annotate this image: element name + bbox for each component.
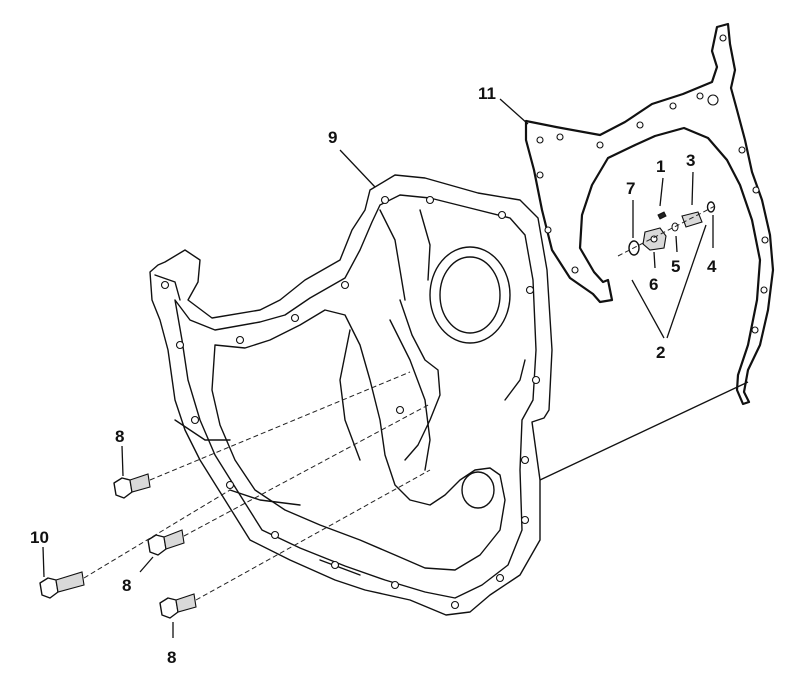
callout-6: 6 <box>649 275 658 294</box>
callout-8-mid: 8 <box>122 576 131 595</box>
callouts: 1 2 3 4 5 6 7 8 8 8 9 10 11 <box>30 84 717 667</box>
callout-11: 11 <box>478 84 496 103</box>
callout-3: 3 <box>686 151 695 170</box>
washer <box>671 222 679 232</box>
callout-7: 7 <box>626 179 635 198</box>
callout-5: 5 <box>671 257 680 276</box>
sensor-pin <box>657 211 667 220</box>
callout-2: 2 <box>656 343 665 362</box>
bolt-short <box>113 473 151 499</box>
o-ring-large <box>628 240 640 256</box>
callout-9: 9 <box>328 128 337 147</box>
callout-8-bottom: 8 <box>167 648 176 667</box>
assembly-lines <box>83 371 749 601</box>
o-ring-small <box>706 201 716 213</box>
sensor-assembly <box>617 201 716 257</box>
bolt-long <box>39 571 85 599</box>
callout-8-top: 8 <box>115 427 124 446</box>
bolt-short <box>159 593 197 619</box>
callout-10: 10 <box>30 528 49 547</box>
bolt-short <box>147 529 185 556</box>
gasket <box>524 22 775 406</box>
callout-1: 1 <box>656 157 665 176</box>
callout-4: 4 <box>707 257 717 276</box>
gasket-bolt-holes <box>536 34 769 334</box>
timing-cover <box>149 174 553 616</box>
leader-lines <box>42 98 714 638</box>
cover-bolt-holes <box>160 195 541 610</box>
